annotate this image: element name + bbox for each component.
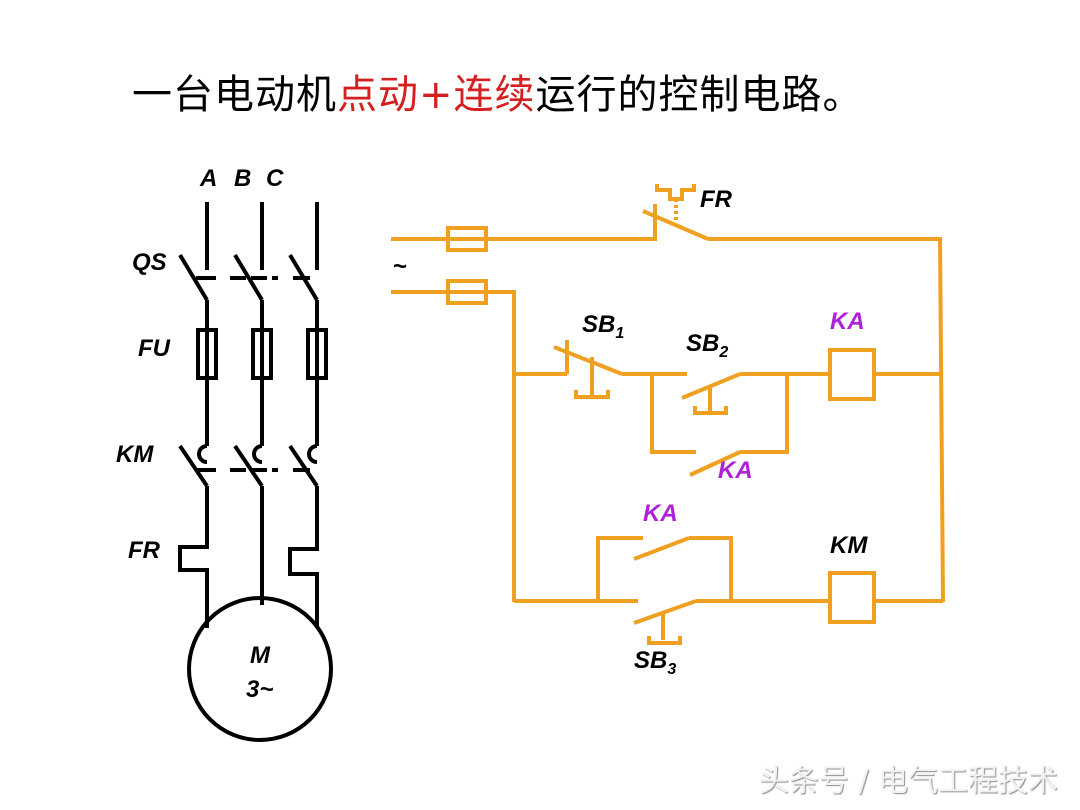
- km-coil: [828, 571, 876, 624]
- km-main-contacts: [178, 444, 319, 488]
- wire-ka-run-left: [596, 536, 643, 601]
- title-part-1: 一台电动机: [132, 72, 337, 118]
- ka-run-contact: [633, 536, 690, 561]
- main-circuit: A B C QS FU KM FR: [116, 165, 333, 742]
- label-ka-run-contact: KA: [643, 500, 678, 527]
- ac-symbol: ~: [393, 253, 407, 280]
- sb3-no-button: [633, 599, 697, 645]
- ka-coil: [828, 348, 876, 401]
- label-fu: FU: [138, 335, 171, 362]
- title-part-2: 运行的控制电路。: [535, 72, 864, 118]
- phase-label-c: C: [266, 165, 284, 192]
- label-sb3: SB3: [634, 647, 676, 678]
- motor-spec: 3~: [246, 676, 273, 703]
- qs-switch: [178, 253, 319, 302]
- sb1-nc-button: [553, 340, 623, 399]
- motor-symbol: [187, 596, 333, 742]
- title-highlight: 点动+连续: [337, 72, 536, 118]
- wire-ka-run-right: [689, 536, 733, 601]
- wire-right-rail: [708, 237, 945, 603]
- wire-ka-hold-left: [650, 374, 696, 454]
- phase-label-b: B: [234, 165, 251, 192]
- wire-ka-hold-right: [740, 374, 789, 454]
- fr-thermal-elements: [178, 486, 319, 628]
- page-title: 一台电动机点动+连续运行的控制电路。: [132, 62, 864, 120]
- wire-left-rail: [486, 290, 516, 602]
- sb2-no-button: [681, 372, 741, 415]
- ka-hold-contact: [689, 450, 741, 477]
- control-circuit: ~ FR SB1 SB2: [391, 184, 945, 678]
- label-km: KM: [116, 441, 154, 468]
- watermark: 头条号 / 电气工程技术: [758, 764, 1058, 799]
- label-qs: QS: [132, 249, 167, 276]
- label-sb1: SB1: [582, 311, 624, 342]
- label-ka-hold-contact: KA: [718, 457, 753, 484]
- label-km-coil: KM: [830, 532, 868, 559]
- fr-nc-contact: [642, 184, 709, 241]
- label-fr-contact: FR: [700, 186, 733, 213]
- label-ka-coil: KA: [830, 308, 865, 335]
- phase-label-a: A: [199, 165, 217, 192]
- wire-top-to-fr: [486, 204, 657, 241]
- motor-name: M: [250, 642, 271, 669]
- label-fr: FR: [128, 537, 161, 564]
- fu-fuses: [196, 328, 328, 380]
- label-sb2: SB2: [686, 330, 728, 361]
